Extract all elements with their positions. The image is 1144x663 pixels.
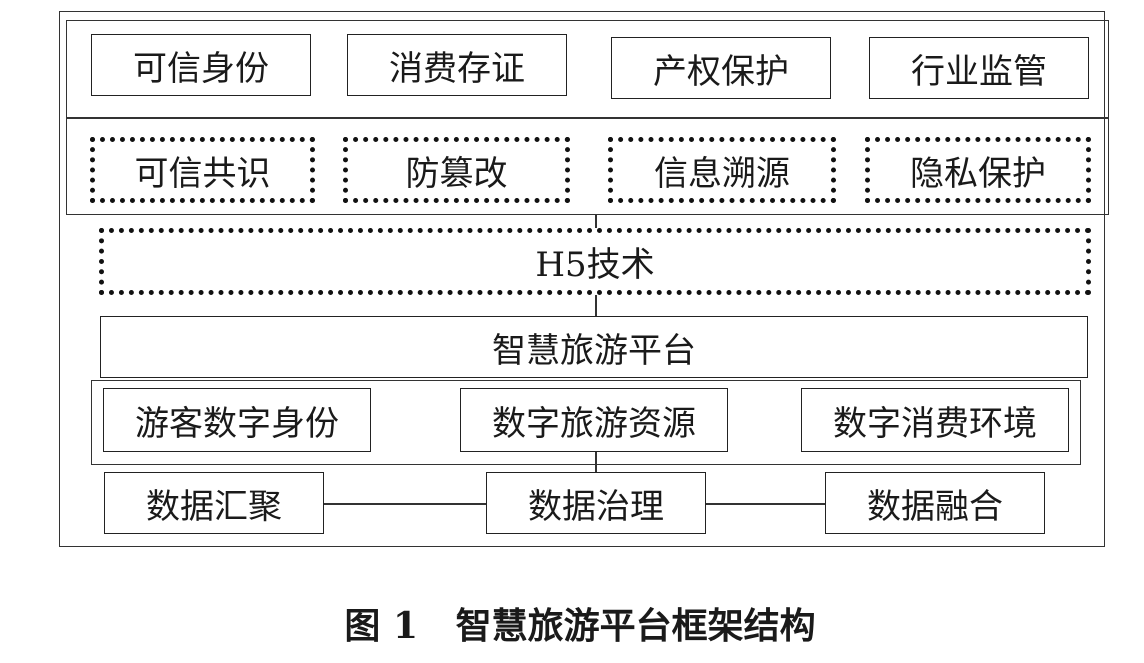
connector-top-to-h5 xyxy=(595,215,597,229)
digital-box-consumption-environment: 数字消费环境 xyxy=(801,388,1069,452)
figure-caption: 图 1 智慧旅游平台框架结构 xyxy=(344,605,816,647)
smart-tourism-platform-box: 智慧旅游平台 xyxy=(100,316,1088,378)
feature-box-trusted-consensus: 可信共识 xyxy=(90,137,315,203)
data-connector-left xyxy=(324,503,486,505)
app-box-trusted-identity: 可信身份 xyxy=(91,34,311,96)
feature-box-tamper-proof: 防篡改 xyxy=(343,137,570,203)
data-box-aggregation: 数据汇聚 xyxy=(104,472,324,534)
app-box-property-protection: 产权保护 xyxy=(611,37,831,99)
diagram-outer-frame xyxy=(59,11,1105,547)
top-layer-divider xyxy=(66,117,1109,119)
digital-box-tourism-resources: 数字旅游资源 xyxy=(460,388,728,452)
data-box-governance: 数据治理 xyxy=(486,472,706,534)
data-connector-right xyxy=(706,503,826,505)
digital-layer-frame xyxy=(91,380,1081,465)
feature-box-traceability: 信息溯源 xyxy=(608,137,836,203)
digital-box-tourist-identity: 游客数字身份 xyxy=(103,388,371,452)
data-box-fusion: 数据融合 xyxy=(825,472,1045,534)
app-box-consumption-evidence: 消费存证 xyxy=(347,34,567,96)
connector-digital-to-data xyxy=(595,452,597,472)
h5-technology-box: H5技术 xyxy=(99,228,1091,295)
feature-box-privacy-protection: 隐私保护 xyxy=(865,137,1091,203)
app-box-industry-supervision: 行业监管 xyxy=(869,37,1089,99)
connector-h5-to-platform xyxy=(595,295,597,317)
